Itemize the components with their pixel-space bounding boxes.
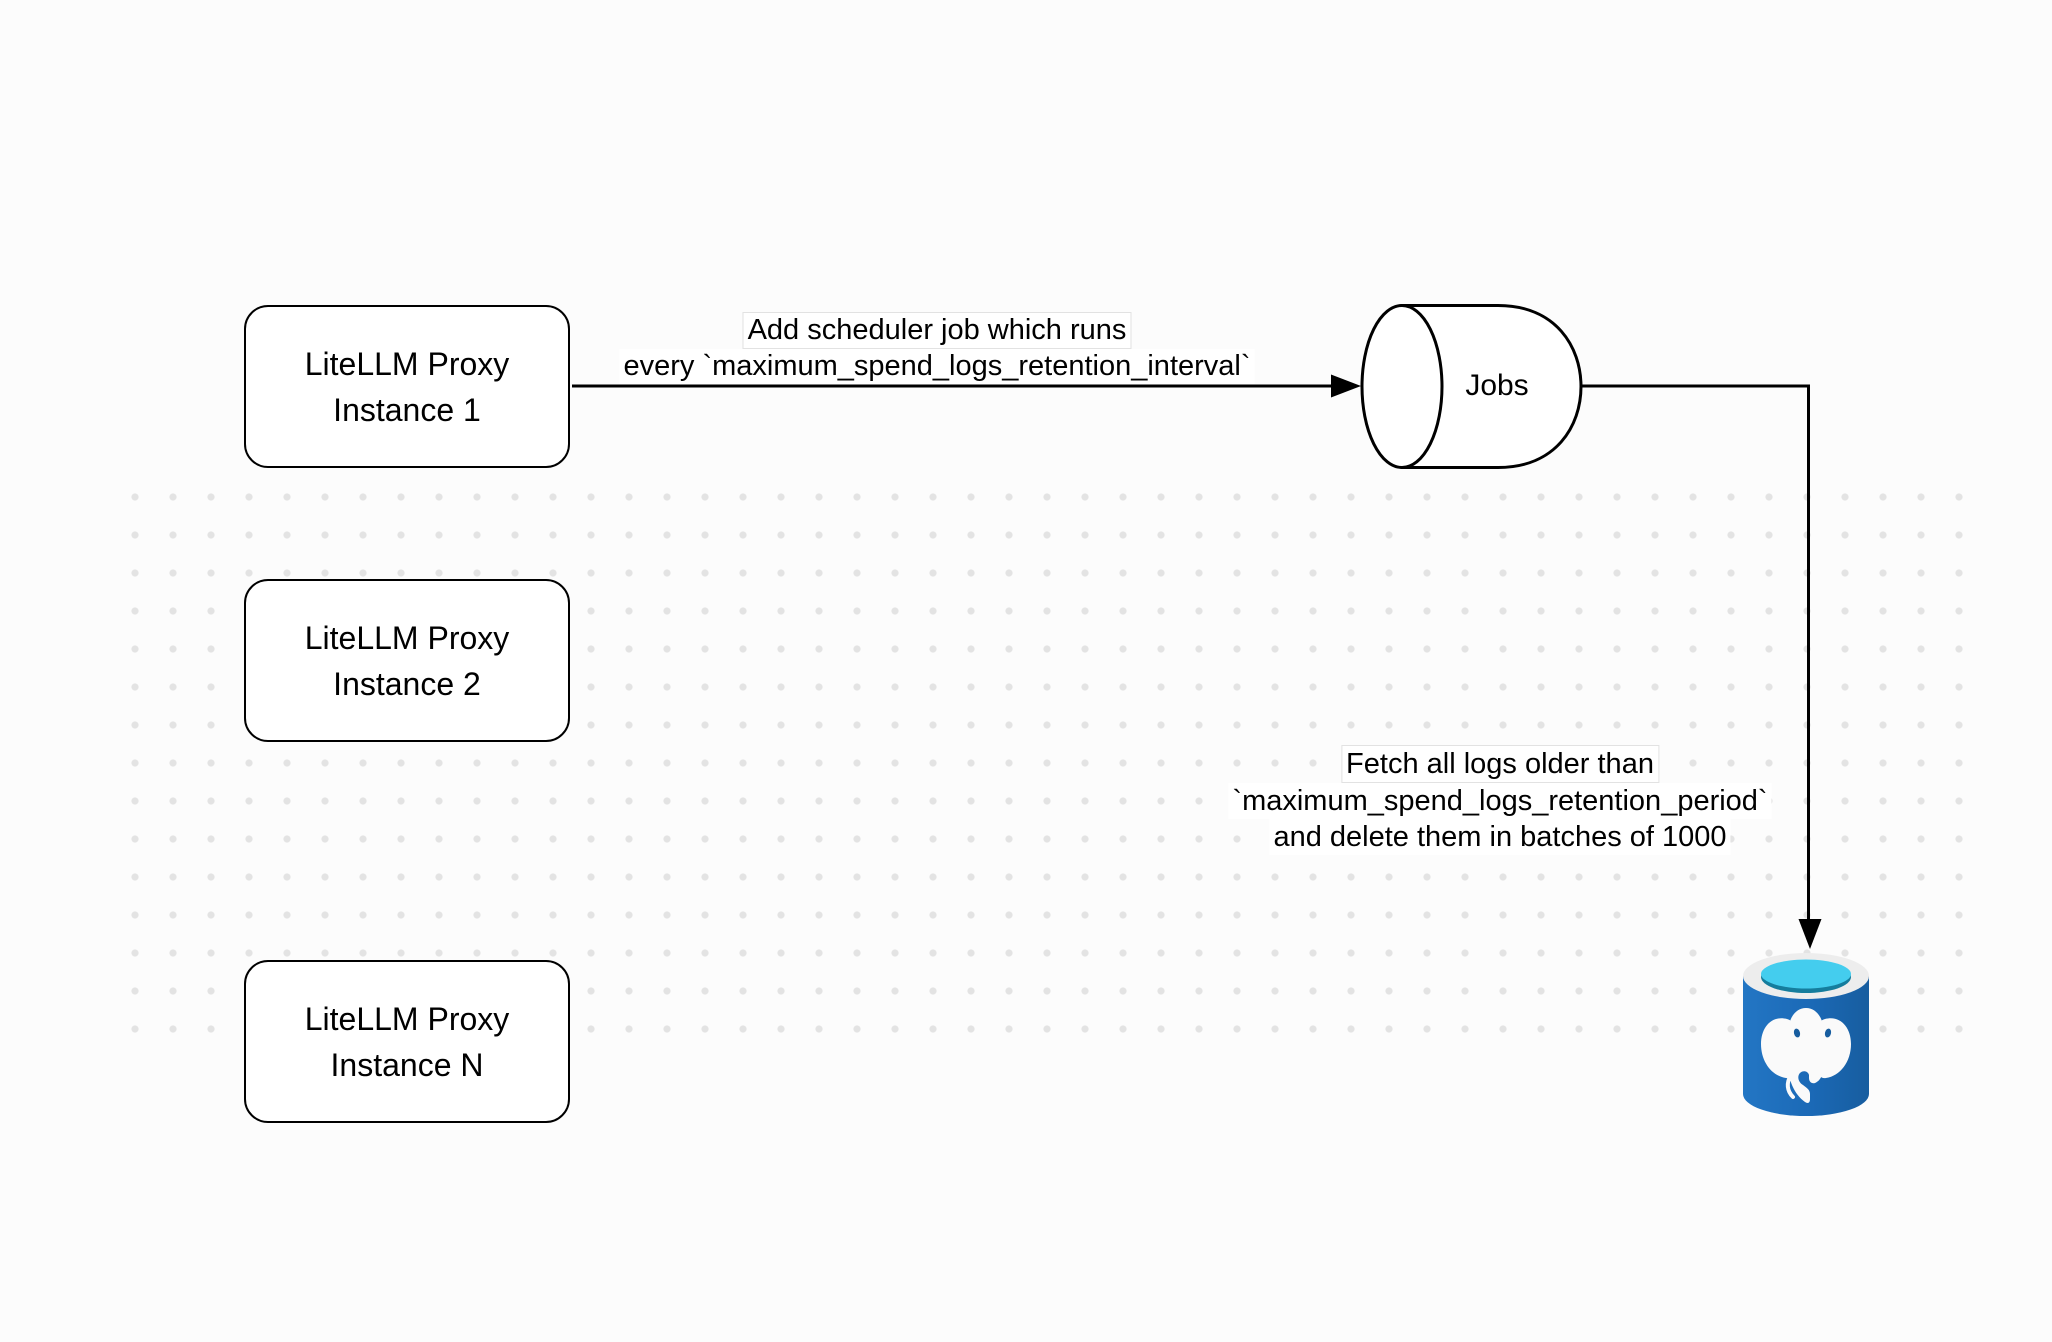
edge-label-line: `maximum_spend_logs_retention_period` xyxy=(1228,783,1772,819)
node-litellm-proxy-instance-2: LiteLLM Proxy Instance 2 xyxy=(244,579,570,742)
edge-label-scheduler: Add scheduler job which runs every `maxi… xyxy=(619,312,1255,384)
edge-label-line: Fetch all logs older than xyxy=(1341,745,1659,783)
edge-label-line: Add scheduler job which runs xyxy=(742,312,1132,349)
edge-fetch-arrowhead-icon xyxy=(1798,919,1822,949)
node-jobs-queue xyxy=(1358,302,1586,471)
pg-cylinder-top-water xyxy=(1761,959,1851,989)
node-litellm-proxy-instance-n: LiteLLM Proxy Instance N xyxy=(244,960,570,1123)
node-label: Instance 1 xyxy=(333,391,481,428)
edge-label-fetch-delete: Fetch all logs older than `maximum_spend… xyxy=(1228,745,1772,855)
edge-label-line: and delete them in batches of 1000 xyxy=(1269,819,1731,855)
pg-elephant-eyes xyxy=(1793,1028,1832,1038)
node-postgres-database xyxy=(1742,948,1870,1118)
edge-label-line: every `maximum_spend_logs_retention_inte… xyxy=(619,349,1255,384)
node-label: LiteLLM Proxy xyxy=(304,619,510,656)
dot-grid-background xyxy=(116,478,1978,1048)
edge-scheduler-arrowhead-icon xyxy=(1331,374,1361,398)
edge-fetch-line xyxy=(1581,384,1810,921)
jobs-cylinder-icon xyxy=(1360,304,1583,469)
node-litellm-proxy-instance-1: LiteLLM Proxy Instance 1 xyxy=(244,305,570,468)
node-label: LiteLLM Proxy xyxy=(304,1000,510,1037)
node-label: Instance N xyxy=(330,1046,484,1083)
node-label: Instance 2 xyxy=(333,665,481,702)
postgresql-database-icon xyxy=(1743,953,1869,1116)
jobs-label: Jobs xyxy=(1465,369,1529,402)
node-label: LiteLLM Proxy xyxy=(304,345,510,382)
